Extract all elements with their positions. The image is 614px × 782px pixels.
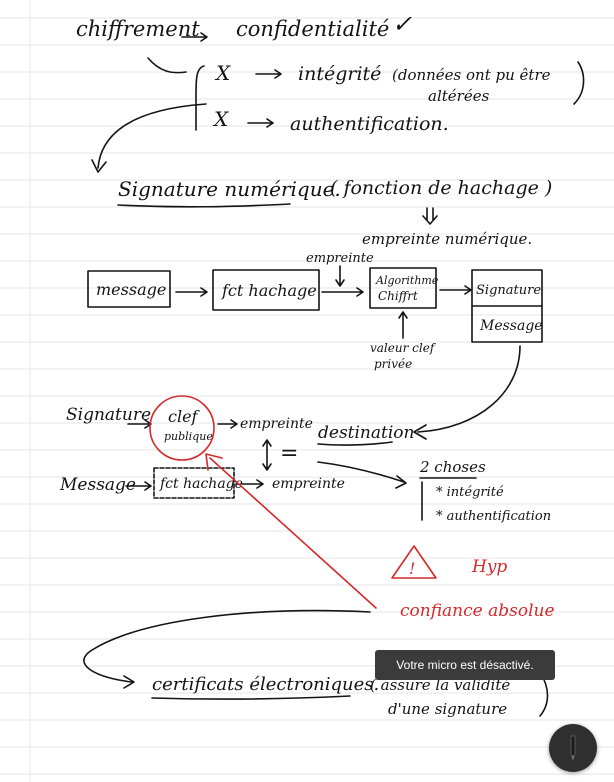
signature-paren: ( fonction de hachage ) bbox=[330, 177, 552, 199]
warning-triangle bbox=[391, 545, 437, 579]
box-algo-line1: Algorithme bbox=[375, 274, 439, 287]
destination-underline bbox=[317, 441, 393, 446]
certificats-note-b: d'une signature bbox=[388, 700, 507, 718]
two-things-item2: * authentification bbox=[436, 509, 551, 524]
arrow-key-up bbox=[398, 311, 408, 339]
key-line2: privée bbox=[374, 357, 412, 371]
branch-brace bbox=[195, 65, 205, 131]
flow2-message: Message bbox=[59, 475, 136, 495]
arrow-clef-empreinte bbox=[217, 419, 238, 429]
curve-arrow-signature bbox=[91, 103, 207, 173]
arrow-3 bbox=[247, 118, 274, 128]
key-line1: valeur clef bbox=[370, 341, 437, 355]
signature-underline bbox=[117, 203, 291, 208]
empreinte-label: empreinte numérique. bbox=[362, 230, 532, 248]
arrow-updown bbox=[262, 439, 272, 471]
note-alterees: altérées bbox=[428, 87, 490, 105]
warning-confiance: confiance absolue bbox=[400, 601, 555, 621]
arrow-to-two-things bbox=[317, 461, 407, 489]
flow2-empreinte2: empreinte bbox=[272, 476, 345, 492]
signature-title: Signature numérique. bbox=[118, 177, 341, 201]
flow2-signature: Signature bbox=[66, 405, 151, 425]
flow1-empreinte: empreinte bbox=[306, 251, 374, 266]
certificats-note-a: ( assure la validité bbox=[370, 676, 510, 694]
certificats-title: certificats électroniques. bbox=[152, 674, 379, 695]
arrow-hash-algo bbox=[321, 287, 364, 297]
note-confidentialite: confidentialité bbox=[236, 17, 389, 41]
box-message-label: message bbox=[96, 280, 166, 299]
clef-line2: publique bbox=[164, 430, 213, 443]
arrow-down-double bbox=[422, 207, 438, 225]
pen-tool-button[interactable] bbox=[549, 724, 597, 772]
checkmark: ✓ bbox=[392, 10, 412, 38]
box-hash-2-label: fct hachage bbox=[159, 476, 243, 492]
box-result-line2: Message bbox=[479, 318, 543, 334]
warning-hyp: Hyp bbox=[471, 557, 507, 577]
equals-sign: = bbox=[280, 441, 298, 466]
note-authentification: authentification. bbox=[290, 113, 449, 135]
arrow-hash2-empreinte bbox=[241, 479, 264, 489]
certificats-underline bbox=[151, 695, 351, 700]
arrow-empreinte-down bbox=[335, 265, 345, 287]
circle-clef-publique bbox=[149, 395, 215, 461]
box-algo-line2: Chiffrt bbox=[378, 289, 418, 303]
branch-curve bbox=[147, 57, 187, 74]
arrow-algo-result bbox=[439, 285, 472, 295]
symbol-x-1: X bbox=[214, 61, 231, 85]
arrow-1 bbox=[181, 32, 208, 42]
box-result-line1: Signature bbox=[476, 283, 541, 298]
box-message bbox=[87, 270, 171, 308]
note-chiffrement: chiffrement bbox=[76, 17, 200, 41]
symbol-x-2: X bbox=[212, 107, 229, 131]
flow2-empreinte1: empreinte bbox=[240, 416, 313, 432]
clef-line1: clef bbox=[168, 407, 201, 426]
note-integrite-paren: (données ont pu être bbox=[392, 66, 551, 84]
two-things-item1: * intégrité bbox=[436, 485, 504, 500]
destination: destination bbox=[318, 423, 414, 443]
mic-muted-toast: Votre micro est désactivé. bbox=[375, 650, 555, 680]
box-hash-label: fct hachage bbox=[221, 281, 317, 300]
red-arrow-to-hash bbox=[205, 453, 377, 609]
ruled-lines bbox=[0, 17, 614, 775]
box-algo bbox=[369, 267, 437, 309]
pen-icon bbox=[570, 735, 576, 762]
box-hash-2 bbox=[153, 467, 235, 499]
box-hash bbox=[212, 269, 320, 311]
arrow-msg-hash2 bbox=[125, 481, 152, 491]
two-things-title: 2 choses bbox=[419, 458, 486, 476]
arrow-msg-hash bbox=[175, 287, 208, 297]
paren-close-1 bbox=[573, 61, 585, 105]
curve-result-destination bbox=[413, 345, 521, 440]
curve-certificats bbox=[83, 609, 371, 689]
note-integrite: intégrité bbox=[298, 63, 381, 85]
warning-sign: ! bbox=[409, 559, 415, 578]
arrow-2 bbox=[255, 69, 282, 79]
